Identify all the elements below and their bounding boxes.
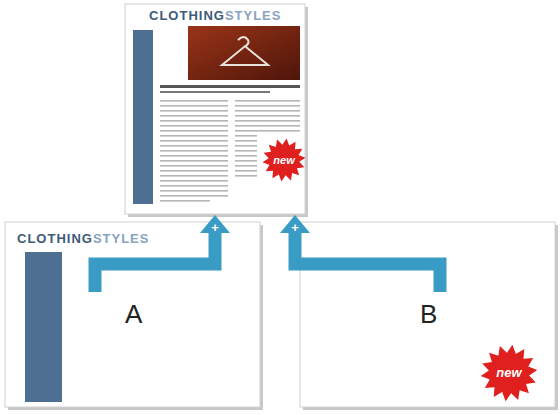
plus-sign: + bbox=[290, 221, 300, 234]
merge-arrow bbox=[95, 215, 230, 292]
page-sheet bbox=[125, 4, 305, 214]
masthead-text: STYLES bbox=[93, 232, 150, 247]
starburst-outline bbox=[263, 139, 306, 182]
headline-bar bbox=[160, 85, 300, 88]
photo bbox=[188, 26, 300, 80]
arrow-head bbox=[200, 215, 230, 233]
page-node: new B bbox=[300, 222, 555, 407]
page-band bbox=[133, 30, 153, 204]
merge-arrow bbox=[280, 215, 440, 292]
connector-line bbox=[295, 232, 440, 292]
arrow-head bbox=[280, 215, 310, 233]
subhead-bar bbox=[160, 91, 270, 93]
page-node: new CLOTHINGSTYLES bbox=[125, 4, 305, 214]
new-starburst: new bbox=[480, 344, 538, 402]
badge-text: new bbox=[273, 154, 294, 167]
starburst-outline bbox=[481, 345, 538, 401]
masthead-text: CLOTHING bbox=[149, 9, 225, 24]
page-sheet bbox=[5, 222, 260, 407]
badge-text: new bbox=[496, 366, 521, 381]
plus-sign: + bbox=[210, 221, 220, 234]
hanger bbox=[222, 37, 268, 65]
page-band bbox=[25, 252, 62, 402]
page-letter: B bbox=[420, 300, 437, 330]
new-starburst: new bbox=[262, 138, 306, 182]
page-letter: A bbox=[125, 300, 142, 330]
page-sheet bbox=[300, 222, 555, 407]
masthead-text: STYLES bbox=[225, 9, 282, 24]
masthead-text: CLOTHING bbox=[17, 232, 93, 247]
page-node: CLOTHINGSTYLES A bbox=[5, 222, 260, 407]
